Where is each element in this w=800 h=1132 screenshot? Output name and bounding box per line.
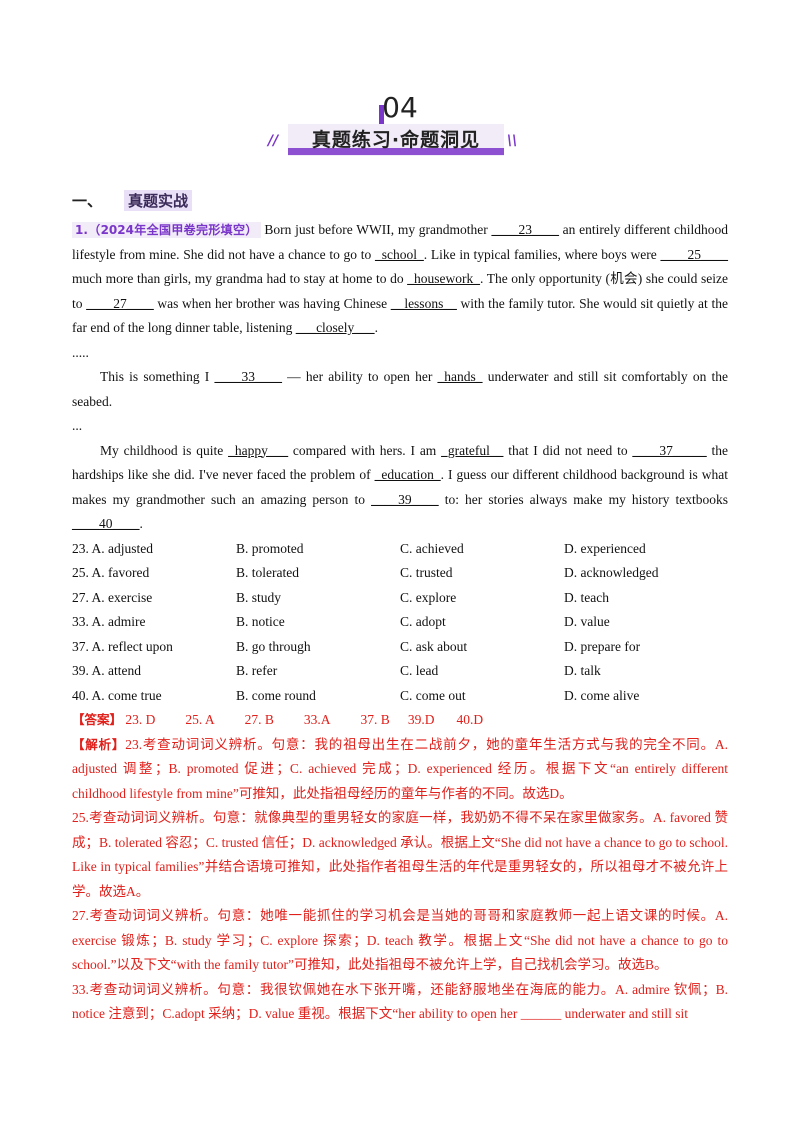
section-title: 真题练习·命题洞见 [311,129,481,151]
analysis-label: 【解析】 [72,736,126,752]
blank-33: ____33____ [214,369,283,384]
option: C. ask about [400,638,468,654]
option: C. adopt [400,614,446,629]
analysis-27: 27.考查动词词义辨析。句意：她唯一能抓住的学习机会是当她的哥哥和家庭教师一起上… [72,908,728,972]
filled-blank: _happy___ [228,442,289,458]
subsection-index: 一、 [72,192,103,210]
passage-paragraph-3: My childhood is quite _happy___ compared… [72,442,728,532]
blank-25: ____25____ [660,246,729,262]
option: B. notice [236,614,285,629]
option: D. experienced [564,540,646,556]
analysis-33: 33.考查动词词义辨析。句意：我很钦佩她在水下张开嘴，还能舒服地坐在海底的能力。… [72,981,728,1022]
answer-label: 【答案】 [72,712,123,727]
option: D. value [564,614,610,629]
question-body: 1.（2024年全国甲卷完形填空） Born just before WWII,… [72,218,728,1027]
option: B. tolerated [236,565,299,580]
blank-27: ____27____ [86,295,154,311]
blank-40: ____40____ [72,516,140,531]
option: C. lead [400,663,439,678]
option: B. refer [236,663,278,678]
option: D. prepare for [564,638,641,654]
filled-blank: _education_ [374,467,441,482]
option: 37. A. reflect upon [72,638,173,654]
options-grid: 23. A. adjusted B. promoted C. achieved D. … [72,537,728,709]
blank-23: ____23____ [491,222,559,237]
ellipsis: ..... [72,344,89,360]
title-deco-left: // [268,133,279,149]
option: 40. A. come true [72,687,162,703]
analysis-23: 【解析】23.考查动词词义辨析。句意：我的祖母出生在二战前夕，她的童年生活方式与… [72,736,728,801]
ellipsis: ... [72,418,83,433]
option: D. come alive [564,687,640,703]
title-deco-right: \\ [507,133,518,149]
option: 39. A. attend [72,663,141,678]
blank-39: ____39____ [371,491,439,507]
blank-37: ____37_____ [632,442,707,458]
filled-blank: _hands_ [437,369,483,384]
option: D. teach [564,589,609,605]
subsection-heading: 一、 真题实战 [72,190,193,211]
filled-blank: _grateful__ [441,442,504,458]
filled-blank: _housework_ [407,271,480,286]
option: C. trusted [400,565,453,580]
option: C. explore [400,589,457,605]
passage-paragraph-2: This is something I ____33____ — her abi… [72,369,729,409]
option: B. study [236,589,282,605]
question-label: 1.（2024年全国甲卷完形填空） [72,222,261,238]
option: B. go through [236,638,311,654]
section-header: 04 真题练习·命题洞见 // \\ [0,88,800,168]
option: B. promoted [236,540,304,556]
option: D. talk [564,663,601,678]
analysis-25: 25.考查动词词义辨析。句意：就像典型的重男轻女的家庭一样，我奶奶不得不呆在家里… [72,810,728,899]
option: D. acknowledged [564,565,659,580]
option: 23. A. adjusted [72,540,153,556]
filled-blank: _school_ [375,246,424,262]
passage-paragraph-1: 1.（2024年全国甲卷完形填空） Born just before WWII,… [72,222,729,335]
option: 27. A. exercise [72,589,153,605]
option: C. come out [400,687,466,703]
option: B. come round [236,687,316,703]
filled-blank: __lessons__ [390,295,457,311]
option: C. achieved [400,540,464,556]
number-accent-bar [379,105,384,127]
subsection-title: 真题实战 [124,190,193,211]
filled-blank: ___closely___ [295,320,375,335]
title-underline [288,148,504,155]
option: 25. A. favored [72,565,150,580]
section-number: 04 [382,91,418,124]
option: 33. A. admire [72,614,146,629]
